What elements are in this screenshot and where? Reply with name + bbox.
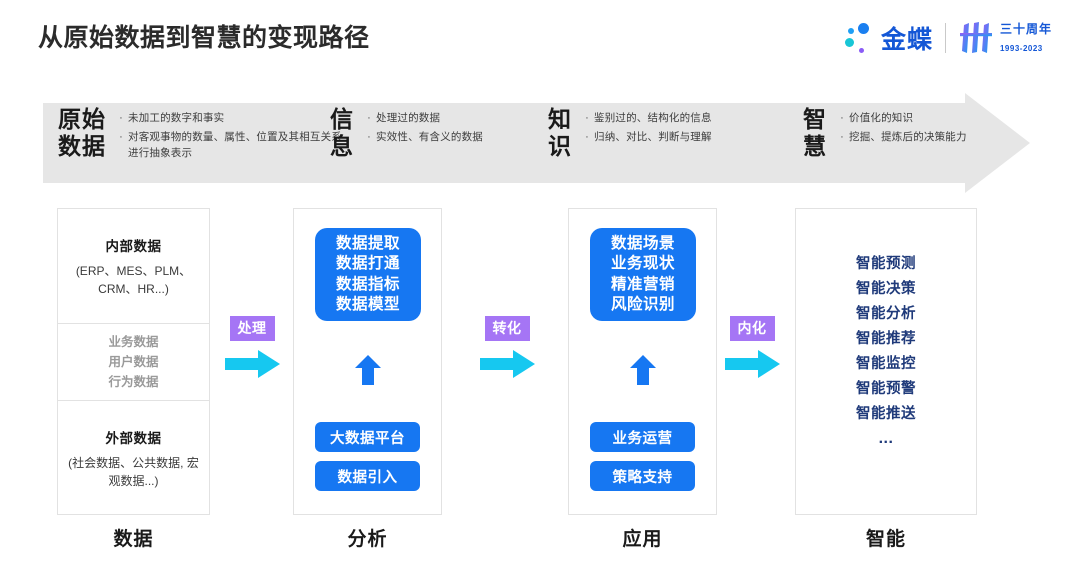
connector-processing: 处理: [222, 316, 282, 384]
stage-bullet-text: 价值化的知识: [849, 112, 914, 124]
stage-title: 信 息: [330, 106, 354, 160]
external-data-section: 外部数据 (社会数据、公共数据, 宏观数据...): [58, 401, 209, 516]
intelligence-list: 智能预测 智能决策 智能分析 智能推荐 智能监控 智能预警 智能推送 ...: [795, 252, 977, 451]
stage-bullet-text: 处理过的数据: [376, 112, 441, 124]
analysis-capability-box[interactable]: 数据提取 数据打通 数据指标 数据模型: [315, 228, 421, 321]
list-item: 智能预警: [856, 380, 916, 397]
stage-title: 智 慧: [803, 106, 827, 160]
data-types-list: 业务数据 用户数据 行为数据: [108, 334, 159, 390]
stage-bullet-text: 实效性、有含义的数据: [376, 131, 483, 143]
data-types-section: 业务数据 用户数据 行为数据: [58, 323, 209, 401]
column-label-data: 数据: [113, 529, 154, 550]
stage-title: 原始 数据: [58, 106, 106, 160]
card-data: 内部数据 (ERP、MES、PLM、CRM、HR...) 业务数据 用户数据 行…: [57, 208, 210, 515]
stage-wisdom: 智 慧 · 价值化的知识 · 挖掘、提炼后的决策能力: [803, 106, 967, 160]
right-arrow-icon: [222, 349, 282, 384]
external-data-sub: (社会数据、公共数据, 宏观数据...): [68, 456, 199, 488]
anniversary-mark-icon: [958, 21, 994, 55]
list-item: 智能分析: [856, 305, 916, 322]
internal-data-section: 内部数据 (ERP、MES、PLM、CRM、HR...): [58, 209, 209, 323]
stage-knowledge: 知 识 · 鉴别过的、结构化的信息 · 归纳、对比、判断与理解: [548, 106, 712, 160]
column-label-analysis: 分析: [347, 529, 388, 550]
list-item: 智能预测: [856, 256, 916, 272]
page-title: 从原始数据到智慧的变现路径: [38, 24, 370, 52]
internal-data-title: 内部数据: [105, 238, 162, 254]
anniversary-block: 三十周年 1993-2023: [958, 20, 1052, 55]
brand-name: 金蝶: [880, 26, 933, 54]
anniversary-years: 1993-2023: [999, 44, 1043, 53]
right-arrow-icon: [722, 349, 782, 384]
bullet-dot-icon: ·: [840, 131, 844, 143]
application-pill-strategy-support[interactable]: 策略支持: [590, 461, 695, 491]
stage-title: 知 识: [548, 106, 572, 160]
up-arrow-icon: [354, 355, 382, 385]
stage-bullet-text: 未加工的数字和事实: [128, 112, 225, 124]
connector-transformation: 转化: [477, 316, 537, 384]
application-pill-business-operation[interactable]: 业务运营: [590, 422, 695, 452]
connector-label: 处理: [229, 316, 275, 341]
stage-bullets: · 处理过的数据 · 实效性、有含义的数据: [362, 106, 483, 148]
column-label-intelligence: 智能: [865, 529, 906, 550]
stage-banner-arrow: [43, 93, 1030, 193]
connector-internalization: 内化: [722, 316, 782, 384]
bullet-dot-icon: ·: [119, 112, 123, 124]
bullet-dot-icon: ·: [585, 131, 589, 143]
stage-raw-data: 原始 数据 · 未加工的数字和事实 · 对客观事物的数量、属性、位置及其相互关系进行…: [58, 106, 343, 164]
analysis-pill-bigdata-platform[interactable]: 大数据平台: [315, 422, 420, 452]
stage-bullet-text: 鉴别过的、结构化的信息: [594, 112, 712, 124]
bullet-dot-icon: ·: [367, 131, 371, 143]
analysis-pill-data-ingestion[interactable]: 数据引入: [315, 461, 420, 491]
up-arrow-icon: [629, 355, 657, 385]
internal-data-sub: (ERP、MES、PLM、CRM、HR...): [75, 263, 192, 296]
kingdee-dots-icon: [844, 21, 875, 55]
list-item: 智能决策: [856, 280, 916, 297]
stage-information: 信 息 · 处理过的数据 · 实效性、有含义的数据: [330, 106, 483, 160]
column-label-application: 应用: [622, 529, 663, 550]
anniversary-label: 三十周年: [999, 22, 1052, 37]
application-scenario-box[interactable]: 数据场景 业务现状 精准营销 风险识别: [590, 228, 696, 321]
stage-bullets: · 未加工的数字和事实 · 对客观事物的数量、属性、位置及其相互关系进行抽象表示: [114, 106, 343, 164]
stage-bullets: · 鉴别过的、结构化的信息 · 归纳、对比、判断与理解: [580, 106, 712, 148]
brand-logo: 金蝶 三十周年 1993-2023: [844, 18, 1052, 58]
external-data-title: 外部数据: [105, 431, 162, 446]
bullet-dot-icon: ·: [840, 112, 844, 124]
list-item-ellipsis: ...: [878, 429, 894, 447]
bullet-dot-icon: ·: [119, 131, 123, 143]
bullet-dot-icon: ·: [367, 112, 371, 124]
stage-bullets: · 价值化的知识 · 挖掘、提炼后的决策能力: [835, 106, 967, 148]
list-item: 智能监控: [856, 355, 916, 372]
bullet-dot-icon: ·: [585, 112, 589, 124]
connector-label: 内化: [729, 316, 775, 341]
right-arrow-icon: [477, 349, 537, 384]
list-item: 智能推荐: [856, 330, 916, 347]
stage-bullet-text: 挖掘、提炼后的决策能力: [849, 131, 967, 143]
connector-label: 转化: [484, 316, 530, 341]
list-item: 智能推送: [856, 405, 916, 422]
card-intelligence: [795, 208, 977, 515]
stage-bullet-text: 归纳、对比、判断与理解: [594, 131, 712, 143]
stage-bullet-text: 对客观事物的数量、属性、位置及其相互关系进行抽象表示: [128, 131, 342, 159]
brand-divider: [944, 23, 946, 53]
